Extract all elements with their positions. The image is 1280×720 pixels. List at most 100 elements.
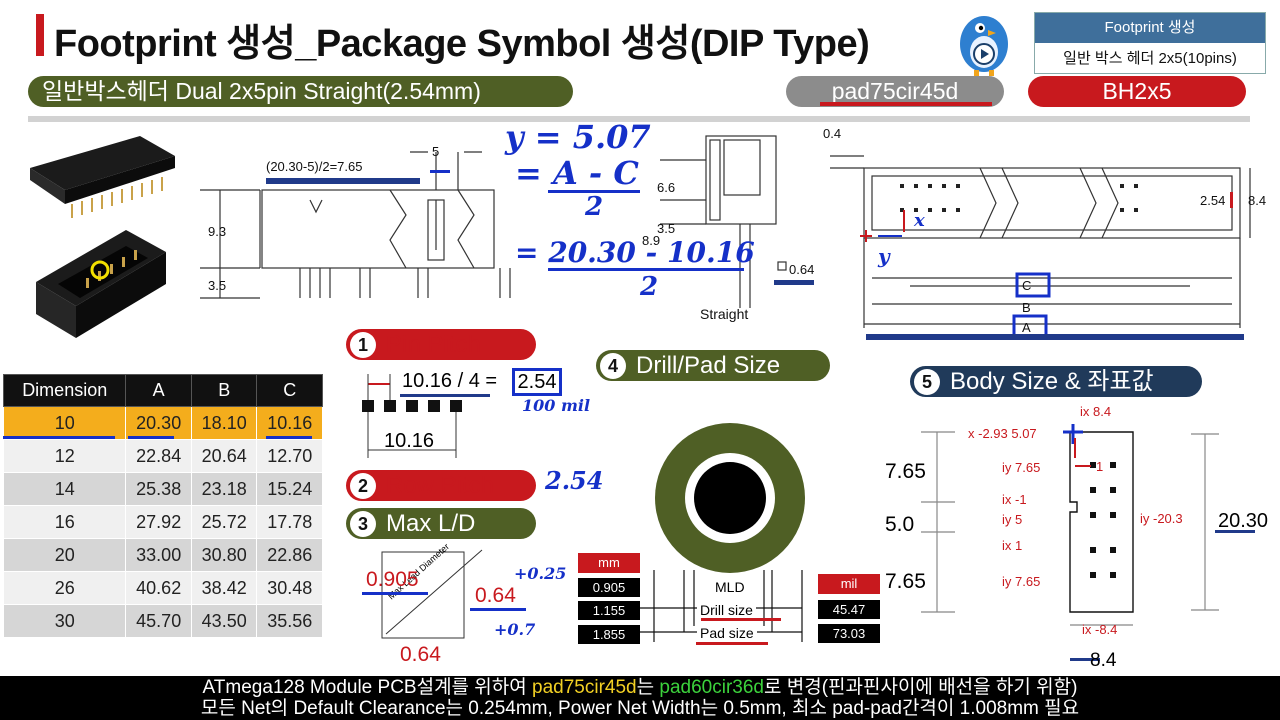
caption-text: 로 변경(핀과핀사이에 배선을 하기 위함) <box>763 677 1078 698</box>
part-name-pill: BH2x5 <box>1028 76 1246 107</box>
caption-text: ATmega128 Module PCB설계를 위하여 <box>202 677 533 698</box>
step-row-pitch-label: Row Pitch <box>386 472 495 499</box>
label-b: B <box>1022 300 1031 315</box>
body-iy765b: iy 7.65 <box>1002 574 1041 589</box>
table-cell: 20 <box>2 538 127 572</box>
table-cell: 33.00 <box>125 538 192 572</box>
step-number-5: 5 <box>914 369 940 395</box>
header-subtitle-pill: 일반박스헤더 Dual 2x5pin Straight(2.54mm) <box>28 76 573 107</box>
table-cell: 20.64 <box>190 439 258 473</box>
maxld-underline <box>362 592 428 595</box>
pad-name-pill: pad75cir45d <box>786 76 1004 107</box>
box-header-photo-bottom <box>36 230 166 338</box>
table-header: C <box>256 374 323 407</box>
hand-fraction-bar <box>548 190 640 193</box>
label-a: A <box>1022 320 1031 335</box>
table-cell: 30 <box>2 604 127 638</box>
table-cell: 25.72 <box>190 505 258 539</box>
table-cell: 27.92 <box>125 505 192 539</box>
step-number-1: 1 <box>350 332 376 358</box>
mil-header: mil <box>818 574 880 594</box>
table-cell: 22.84 <box>125 439 192 473</box>
body-coord: x -2.93 5.07 <box>968 426 1037 441</box>
table-cell: 43.50 <box>190 604 258 638</box>
step-row-pitch: 2 Row Pitch <box>346 470 536 501</box>
table-highlight-underlines <box>3 436 312 439</box>
dim-8-9: 8.9 <box>642 233 661 248</box>
table-header-row: Dimension A B C <box>2 374 323 407</box>
body-ix1: ix 1 <box>1002 538 1023 553</box>
body-dim-765b: 7.65 <box>885 570 926 593</box>
step-number-2: 2 <box>350 473 376 499</box>
mm-value: 0.905 <box>578 578 640 597</box>
caption-pad-new: pad60cir36d <box>659 677 764 698</box>
pad-size-label: Pad size <box>697 625 757 641</box>
pitch-underline <box>400 394 490 397</box>
hand-div-2: 2 <box>585 192 604 222</box>
hand-y-mark: y <box>878 244 890 268</box>
table-cell: 20.30 <box>125 406 192 440</box>
body-ixm84: ix -8.4 <box>1082 622 1118 637</box>
dim-2-54: 2.54 <box>1200 193 1226 208</box>
hand-eq-line: = 20.30 - 10.16 <box>515 236 755 269</box>
hand-x-mark: x <box>914 210 925 231</box>
table-cell: 16 <box>2 505 127 539</box>
table-cell: 45.70 <box>125 604 192 638</box>
body-size-diagram <box>921 424 1255 661</box>
mld-label: MLD <box>712 579 748 595</box>
table-cell: 25.38 <box>125 472 192 506</box>
table-cell: 10.16 <box>256 406 323 440</box>
pitch-expression: 10.16 / 4 = <box>402 370 498 392</box>
step-body-size-label: Body Size & 좌표값 <box>950 368 1154 395</box>
side-view-drawing <box>200 151 511 299</box>
table-cell: 30.80 <box>190 538 258 572</box>
caption-text: 는 <box>636 677 660 698</box>
dim-0-64: 0.64 <box>789 262 815 277</box>
table-cell: 18.10 <box>190 406 258 440</box>
pad-underline <box>820 102 992 106</box>
table-cell: 12 <box>2 439 127 473</box>
mil-value: 73.03 <box>818 624 880 643</box>
hand-0-64: 0.64 <box>475 584 516 607</box>
dim-9-3: 9.3 <box>208 224 227 239</box>
table-cell: 22.86 <box>256 538 323 572</box>
table-cell: 38.42 <box>190 571 258 605</box>
label-c: C <box>1022 278 1032 293</box>
step-drill-pad: 4 Drill/Pad Size <box>596 350 830 381</box>
table-cell: 35.56 <box>256 604 323 638</box>
caption-bar: ATmega128 Module PCB설계를 위하여 pad75cir45d는… <box>0 676 1280 720</box>
page-title: Footprint 생성_Package Symbol 생성(DIP Type) <box>54 23 870 65</box>
table-header: B <box>190 374 258 407</box>
pin-pitch-diagram <box>362 374 462 458</box>
pad-diagram <box>655 423 805 573</box>
val064-underline <box>470 608 526 611</box>
drill-size-label: Drill size <box>697 602 756 618</box>
caption-line-1: ATmega128 Module PCB설계를 위하여 pad75cir45d는… <box>0 677 1280 698</box>
body-dim-2030: 20.30 <box>1218 510 1269 532</box>
table-header: A <box>125 374 192 407</box>
pitch-result-box: 2.54 <box>512 368 562 396</box>
bird-mascot-icon[interactable] <box>952 6 1012 76</box>
straight-view-drawing <box>660 135 814 308</box>
table-cell: 14 <box>2 472 127 506</box>
section-divider <box>28 116 1250 122</box>
hand-fraction-bar-2 <box>548 268 744 271</box>
step-number-3: 3 <box>350 511 376 537</box>
table-cell: 30.48 <box>256 571 323 605</box>
table-cell: 10 <box>2 406 127 440</box>
table-cell: 26 <box>2 571 127 605</box>
ribbon-bottom-label: 일반 박스 헤더 2x5(10pins) <box>1063 50 1237 67</box>
hand-y-eq: y = 5.07 <box>505 118 651 156</box>
body-dim-84: 8.4 <box>1090 650 1117 671</box>
pitch-span: 10.16 <box>384 430 435 452</box>
box-header-photo-top <box>30 136 175 218</box>
body-iy5: iy 5 <box>1002 512 1023 527</box>
dim-3-5: 3.5 <box>208 278 227 293</box>
dim-3-5b: 3.5 <box>657 221 676 236</box>
